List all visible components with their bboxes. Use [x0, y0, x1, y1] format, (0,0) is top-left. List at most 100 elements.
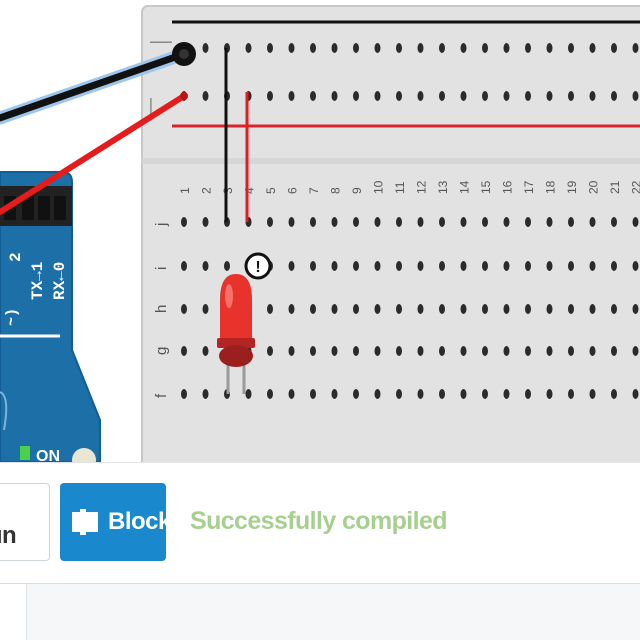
terminal-hole[interactable] [374, 217, 381, 227]
terminal-hole[interactable] [525, 304, 531, 314]
terminal-hole[interactable] [202, 261, 209, 271]
terminal-hole[interactable] [267, 304, 273, 314]
terminal-hole[interactable] [417, 389, 424, 399]
rail-hole[interactable] [482, 43, 488, 53]
terminal-hole[interactable] [417, 346, 424, 356]
upload-run-button[interactable]: & Run [0, 483, 50, 561]
terminal-hole[interactable] [331, 346, 338, 356]
terminal-hole[interactable] [546, 217, 553, 227]
terminal-hole[interactable] [503, 346, 510, 356]
terminal-hole[interactable] [589, 304, 596, 314]
terminal-hole[interactable] [525, 217, 531, 227]
terminal-hole[interactable] [546, 304, 553, 314]
rail-hole[interactable] [439, 91, 445, 101]
terminal-hole[interactable] [353, 389, 359, 399]
rail-hole[interactable] [353, 91, 359, 101]
rail-hole[interactable] [460, 43, 467, 53]
rail-hole[interactable] [632, 43, 639, 53]
rail-hole[interactable] [353, 43, 359, 53]
terminal-hole[interactable] [417, 217, 424, 227]
rail-hole[interactable] [611, 91, 617, 101]
rail-hole[interactable] [396, 43, 402, 53]
terminal-hole[interactable] [181, 261, 187, 271]
rail-hole[interactable] [568, 91, 574, 101]
terminal-hole[interactable] [525, 346, 531, 356]
rail-hole[interactable] [288, 43, 295, 53]
rail-hole[interactable] [331, 43, 338, 53]
terminal-hole[interactable] [267, 346, 273, 356]
terminal-hole[interactable] [310, 217, 316, 227]
terminal-hole[interactable] [310, 346, 316, 356]
rail-hole[interactable] [267, 43, 273, 53]
rail-hole[interactable] [202, 43, 209, 53]
terminal-hole[interactable] [310, 304, 316, 314]
rail-hole[interactable] [374, 43, 381, 53]
terminal-hole[interactable] [331, 304, 338, 314]
rail-hole[interactable] [396, 91, 402, 101]
terminal-hole[interactable] [460, 261, 467, 271]
terminal-hole[interactable] [288, 217, 295, 227]
terminal-hole[interactable] [288, 261, 295, 271]
rail-hole[interactable] [568, 43, 574, 53]
gnd-wire[interactable] [0, 42, 196, 125]
terminal-hole[interactable] [611, 389, 617, 399]
terminal-hole[interactable] [460, 304, 467, 314]
terminal-hole[interactable] [353, 217, 359, 227]
terminal-hole[interactable] [503, 304, 510, 314]
rail-hole[interactable] [267, 91, 273, 101]
terminal-hole[interactable] [245, 389, 252, 399]
terminal-hole[interactable] [503, 217, 510, 227]
rail-hole[interactable] [632, 91, 639, 101]
terminal-hole[interactable] [589, 217, 596, 227]
terminal-hole[interactable] [181, 346, 187, 356]
terminal-hole[interactable] [396, 346, 402, 356]
terminal-hole[interactable] [589, 389, 596, 399]
power-wire[interactable] [0, 92, 188, 215]
rail-hole[interactable] [525, 91, 531, 101]
rail-hole[interactable] [503, 43, 510, 53]
terminal-hole[interactable] [374, 261, 381, 271]
terminal-hole[interactable] [611, 261, 617, 271]
rail-hole[interactable] [310, 91, 316, 101]
terminal-hole[interactable] [589, 261, 596, 271]
reset-button[interactable] [72, 448, 96, 462]
terminal-hole[interactable] [611, 304, 617, 314]
terminal-hole[interactable] [503, 261, 510, 271]
terminal-hole[interactable] [568, 346, 574, 356]
terminal-hole[interactable] [611, 217, 617, 227]
rail-hole[interactable] [546, 43, 553, 53]
terminal-hole[interactable] [439, 304, 445, 314]
terminal-hole[interactable] [353, 346, 359, 356]
terminal-hole[interactable] [546, 389, 553, 399]
terminal-holes[interactable] [181, 217, 639, 399]
terminal-hole[interactable] [202, 389, 209, 399]
terminal-hole[interactable] [460, 389, 467, 399]
rail-hole[interactable] [417, 43, 424, 53]
terminal-hole[interactable] [439, 389, 445, 399]
rail-hole[interactable] [589, 43, 596, 53]
terminal-hole[interactable] [331, 217, 338, 227]
terminal-hole[interactable] [568, 304, 574, 314]
terminal-hole[interactable] [439, 261, 445, 271]
terminal-hole[interactable] [525, 389, 531, 399]
terminal-hole[interactable] [202, 217, 209, 227]
rail-hole[interactable] [288, 91, 295, 101]
rail-hole[interactable] [611, 43, 617, 53]
arduino-board[interactable]: 2 TX→1 RX←0 ~) ON [0, 171, 101, 462]
block-mode-button[interactable]: Block [60, 483, 171, 561]
terminal-hole[interactable] [611, 346, 617, 356]
terminal-hole[interactable] [288, 304, 295, 314]
terminal-hole[interactable] [331, 261, 338, 271]
terminal-hole[interactable] [181, 217, 187, 227]
terminal-hole[interactable] [589, 346, 596, 356]
rail-hole[interactable] [310, 43, 316, 53]
power-rail-holes[interactable] [181, 43, 639, 101]
terminal-hole[interactable] [503, 389, 510, 399]
terminal-hole[interactable] [396, 217, 402, 227]
rail-hole[interactable] [374, 91, 381, 101]
red-led[interactable] [217, 274, 255, 394]
terminal-hole[interactable] [396, 304, 402, 314]
terminal-hole[interactable] [546, 346, 553, 356]
